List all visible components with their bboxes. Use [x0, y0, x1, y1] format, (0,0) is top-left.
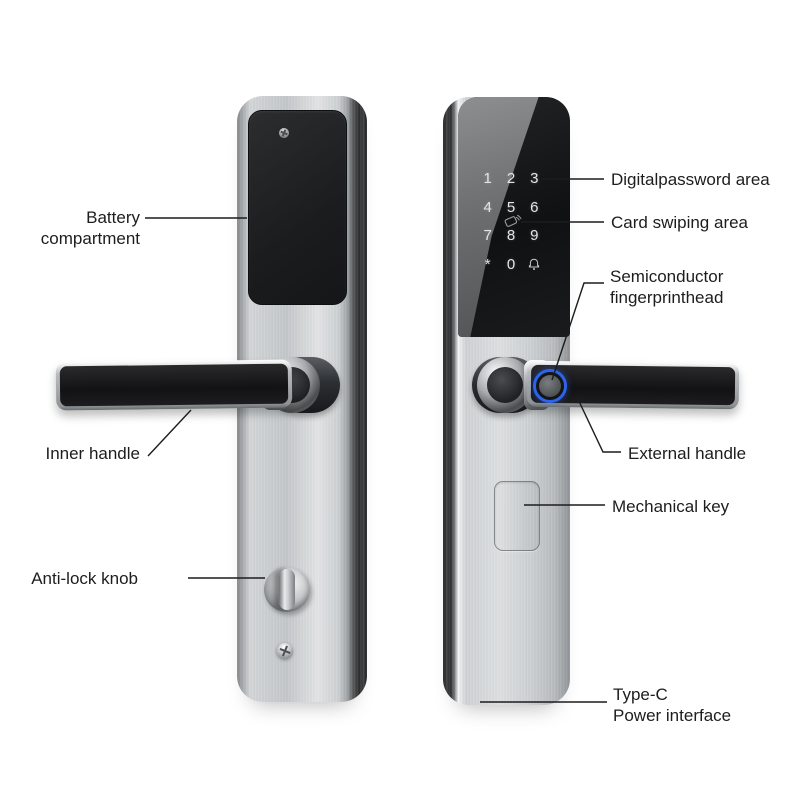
- keypad-key: 0: [506, 256, 516, 274]
- label-anti-lock-knob: Anti-lock knob: [31, 569, 138, 588]
- anti-lock-knob: [264, 567, 310, 612]
- digital-keypad: 1 2 3 4 5 6 7 8 9 * 0: [476, 164, 546, 280]
- label-card-swiping-area: Card swiping area: [611, 213, 749, 232]
- keypad-key: 6: [530, 198, 539, 216]
- label-battery-compartment: Battery compartment: [40, 208, 140, 248]
- keypad-key: 9: [530, 227, 539, 245]
- label-fingerprint-head: Semiconductor fingerprinthead: [610, 267, 724, 307]
- inner-handle-inlay: [59, 363, 289, 407]
- label-type-c-power: Type-C Power interface: [613, 685, 732, 725]
- doorbell-icon: [523, 250, 546, 279]
- label-inner-handle: Inner handle: [45, 444, 140, 463]
- mechanical-key-cover: [494, 481, 540, 551]
- keypad-key: 7: [483, 227, 492, 245]
- label-mechanical-key: Mechanical key: [612, 497, 730, 516]
- fingerprint-sensor: [533, 369, 567, 403]
- label-digital-password-area: Digitalpassword area: [611, 170, 770, 189]
- keypad-key: *: [484, 256, 491, 274]
- inner-handle: [55, 359, 293, 411]
- keypad-key: 2: [506, 169, 516, 187]
- external-handle-rosette: [477, 357, 533, 413]
- keypad-key: 3: [530, 169, 539, 187]
- battery-compartment-cover: [248, 110, 347, 305]
- keypad-key: 1: [483, 169, 492, 187]
- label-external-handle: External handle: [628, 444, 747, 463]
- keypad-key: 8: [506, 227, 516, 245]
- keypad-key: 4: [483, 198, 492, 216]
- leader-inner-handle: [147, 409, 192, 457]
- anti-lock-knob-grip: [279, 569, 295, 610]
- keypad-key: 5: [506, 198, 516, 216]
- card-swipe-icon: [504, 213, 522, 233]
